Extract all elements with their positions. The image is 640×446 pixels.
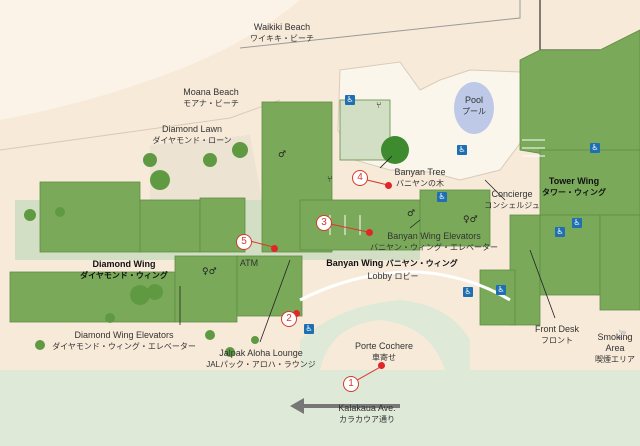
- accessible-icon: ♿: [555, 227, 565, 237]
- marker-4[interactable]: 4: [352, 170, 368, 186]
- drive-island: [320, 320, 445, 370]
- kalakaua-ave-label: Kalakaua Ave.カラカウア通り: [338, 403, 396, 424]
- marker-2[interactable]: 2: [281, 311, 297, 327]
- smoking-icon: 🚬: [618, 330, 630, 340]
- lobby-label: Lobby ロビー: [367, 271, 419, 281]
- accessible-icon: ♿: [345, 95, 355, 105]
- atm-label: ATM: [239, 258, 259, 268]
- lobby-arc: [299, 270, 511, 302]
- tower-wing-buildings: [479, 29, 640, 326]
- accessible-icon: ♿: [457, 145, 467, 155]
- restaurant-icon: ⑂: [376, 101, 382, 111]
- boundary-line: [239, 0, 521, 49]
- banyan-wing-label: Banyan Wing バニヤン・ウィング: [326, 258, 458, 268]
- marker-1-dot: [378, 362, 385, 369]
- restroom-icon: ♀♂: [463, 215, 478, 225]
- leader-lines: [179, 155, 556, 343]
- accessible-icon: ♿: [437, 192, 447, 202]
- pool-shape: [454, 82, 494, 134]
- marker-3[interactable]: 3: [316, 215, 332, 231]
- restroom-icon: ♂: [278, 150, 287, 160]
- accessible-icon: ♿: [590, 143, 600, 153]
- trees: [24, 136, 409, 357]
- accessible-icon: ♿: [304, 324, 314, 334]
- accessible-icon: ♿: [496, 285, 506, 295]
- restaurant-icon: ⑂: [327, 175, 333, 185]
- marker-5-dot: [271, 245, 278, 252]
- diamond-wing-buildings: [9, 101, 333, 323]
- restroom-icon: ♀♂: [202, 267, 217, 277]
- accessible-icon: ♿: [463, 287, 473, 297]
- direction-arrow: [290, 398, 400, 414]
- marker-1[interactable]: 1: [343, 376, 359, 392]
- restroom-icon: ♂: [407, 209, 416, 219]
- marker-4-dot: [385, 182, 392, 189]
- marker-3-dot: [366, 229, 373, 236]
- marker-2-dot: [293, 310, 300, 317]
- beach-shore: [0, 0, 300, 120]
- accessible-icon: ♿: [572, 218, 582, 228]
- marker-5[interactable]: 5: [236, 234, 252, 250]
